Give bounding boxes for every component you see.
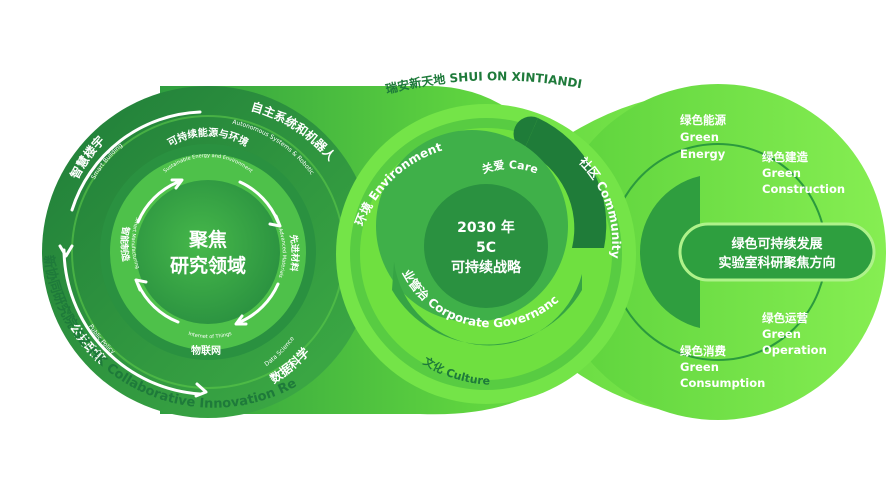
green-operation-cn: 绿色运营 xyxy=(762,311,808,325)
inner-right-en: Advanced Materials xyxy=(277,228,287,279)
middle-center-line2: 5C xyxy=(476,240,496,256)
green-energy-en1: Green xyxy=(680,130,719,144)
green-construction-en1: Green xyxy=(762,166,801,180)
green-construction-cn: 绿色建造 xyxy=(762,150,808,164)
green-energy-cn: 绿色能源 xyxy=(680,113,726,127)
left-wheel-core xyxy=(136,180,280,324)
green-construction-en2: Construction xyxy=(762,182,845,196)
green-operation-en1: Green xyxy=(762,327,801,341)
inner-bottom-en: Internet of Things xyxy=(187,331,232,340)
svg-text:Advanced Materials: Advanced Materials xyxy=(277,228,287,279)
green-energy-en2: Energy xyxy=(680,147,726,161)
svg-text:关爱 Care: 关爱 Care xyxy=(480,158,540,176)
svg-text:Internet of Things: Internet of Things xyxy=(187,331,232,340)
inner-left-cn: 智能制造 xyxy=(118,226,132,264)
inner-left-en: Smart Manufacturing xyxy=(130,216,141,269)
inner-bottom-cn: 物联网 xyxy=(191,344,221,357)
svg-text:智能制造: 智能制造 xyxy=(118,226,132,264)
lab-focus-line2: 实验室科研聚焦方向 xyxy=(718,255,835,271)
left-outer-cycle-arrows xyxy=(58,110,208,398)
middle-center-line3: 可持续战略 xyxy=(451,259,522,276)
middle-center-line1: 2030 年 xyxy=(457,219,515,236)
green-consumption-en2: Consumption xyxy=(680,376,765,390)
right-wheel-hub xyxy=(639,176,700,328)
green-consumption-cn: 绿色消费 xyxy=(680,344,726,358)
lab-focus-line1: 绿色可持续发展 xyxy=(731,236,823,252)
community-arc-cap xyxy=(513,116,538,150)
left-inner-cycle-arrows xyxy=(134,178,282,326)
left-center-line2: 研究领域 xyxy=(170,254,246,277)
green-operation-en2: Operation xyxy=(762,343,827,357)
care-label: 关爱 Care xyxy=(480,158,540,176)
svg-text:Smart Manufacturing: Smart Manufacturing xyxy=(130,216,141,269)
green-consumption-en1: Green xyxy=(680,360,719,374)
lab-focus-pill xyxy=(678,222,876,282)
left-center-line1: 聚焦 xyxy=(188,228,227,251)
middle-wheel-core xyxy=(424,184,548,308)
community-arc xyxy=(524,118,607,248)
